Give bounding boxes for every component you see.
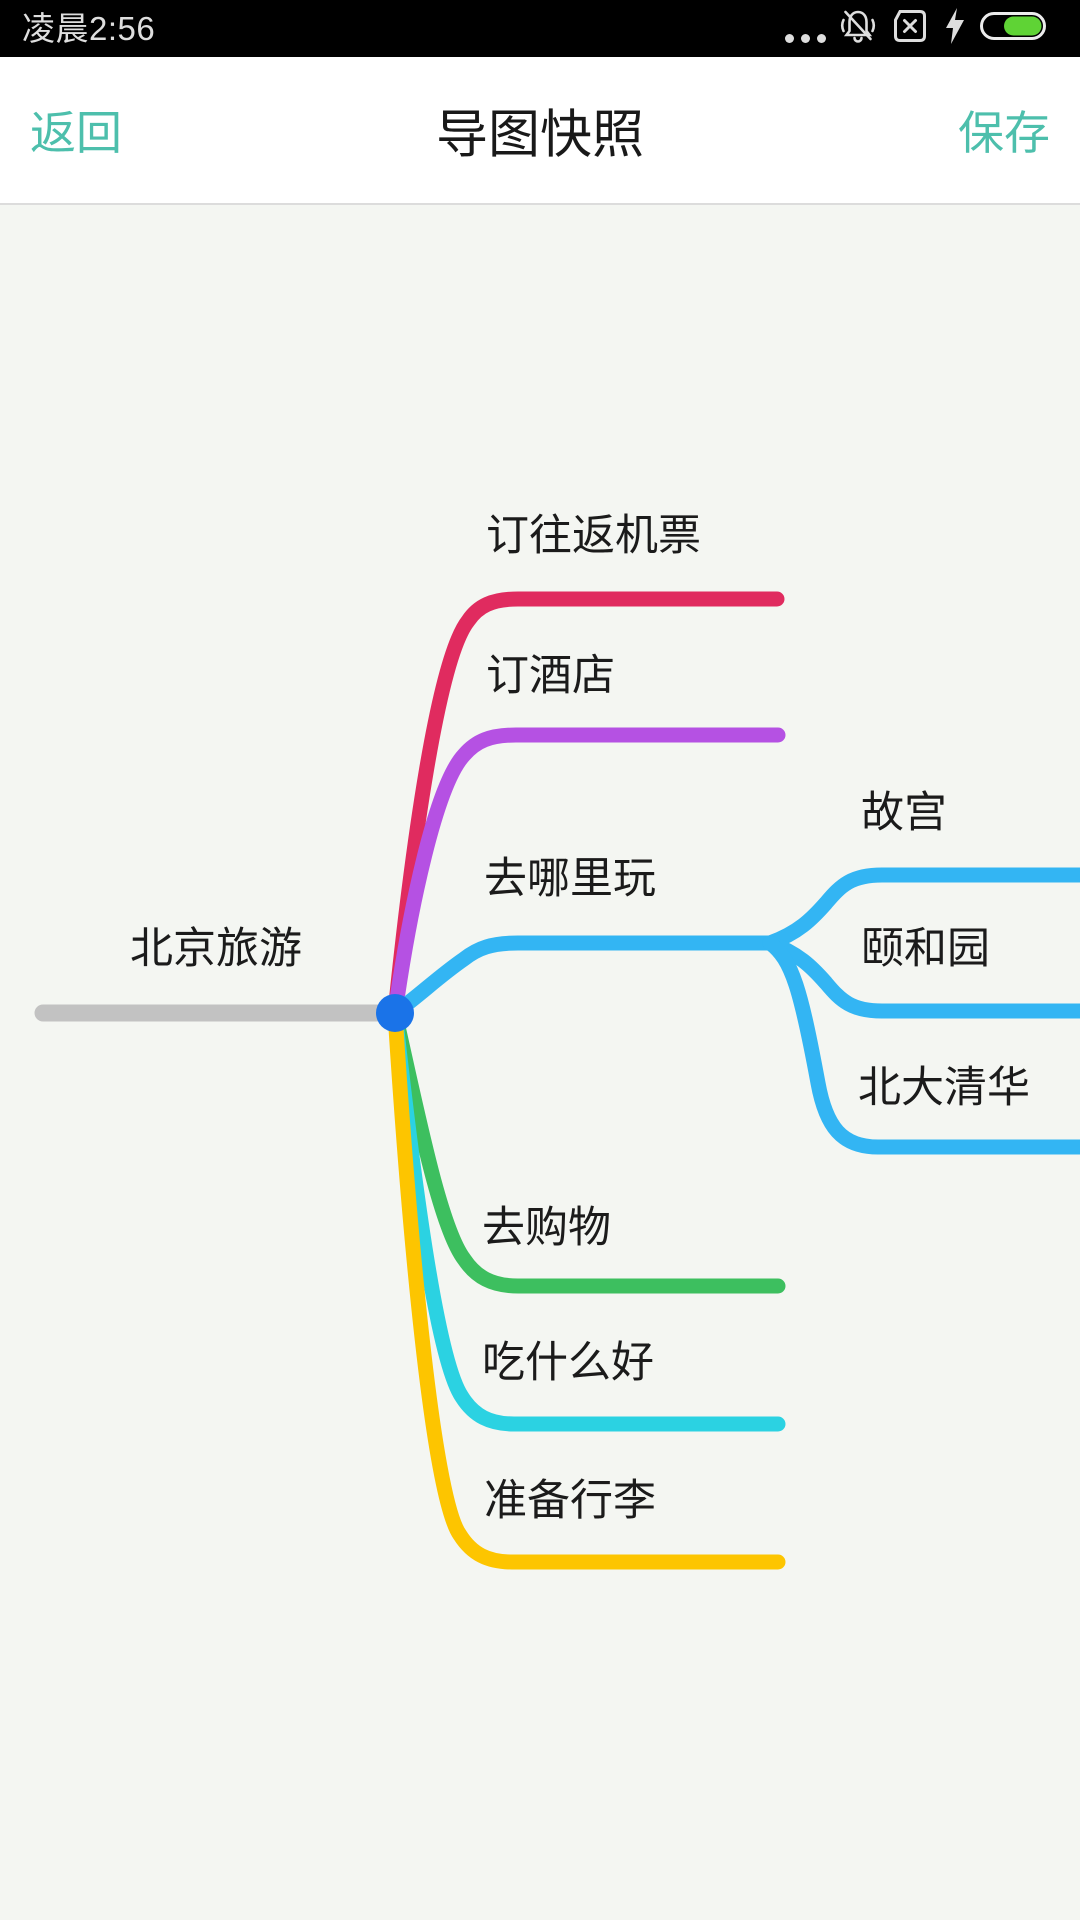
mindmap-canvas: 北京旅游 订往返机票 订酒店 去哪里玩 故宫 颐和园 北大清华 去购物 吃什么好… — [0, 207, 1080, 1920]
mute-bell-icon — [839, 6, 877, 51]
root-node-dot — [376, 994, 414, 1032]
status-icon-group — [785, 0, 1046, 57]
subnode-peking-tsinghua-label: 北大清华 — [858, 1064, 1030, 1112]
save-button[interactable]: 保存 — [958, 107, 1050, 159]
clock-text: 凌晨2:56 — [22, 10, 156, 47]
branch-where-to-play-label: 去哪里玩 — [484, 855, 656, 903]
subnode-summer-palace-label: 颐和园 — [861, 925, 990, 973]
branch-line-where-to-play — [387, 935, 778, 1021]
battery-level-fill — [1004, 16, 1042, 36]
branch-line-book-hotel — [387, 727, 786, 1021]
subbranch-line-summer-palace — [762, 935, 1080, 1019]
no-sim-icon — [890, 6, 930, 51]
branch-line-shopping — [387, 1005, 786, 1294]
subnode-forbidden-city-label: 故宫 — [861, 789, 947, 837]
branch-shopping-label: 去购物 — [482, 1204, 611, 1252]
overflow-dots-icon — [785, 0, 826, 57]
subbranch-line-peking-tsinghua — [762, 935, 1080, 1155]
nav-bar: 返回 导图快照 保存 — [0, 57, 1080, 205]
branch-what-to-eat-label: 吃什么好 — [482, 1339, 654, 1387]
branch-book-hotel-label: 订酒店 — [486, 652, 615, 700]
branch-line-pack-luggage — [387, 1005, 786, 1570]
root-node-label: 北京旅游 — [130, 925, 302, 973]
subbranch-line-forbidden-city — [762, 867, 1080, 951]
branch-pack-luggage-label: 准备行李 — [484, 1477, 656, 1525]
back-button[interactable]: 返回 — [30, 107, 122, 159]
branch-book-flights-label: 订往返机票 — [486, 512, 701, 560]
battery-icon — [980, 12, 1046, 45]
charging-bolt-icon — [943, 6, 967, 51]
page-title: 导图快照 — [435, 106, 645, 165]
status-bar: 凌晨2:56 — [0, 0, 1080, 57]
